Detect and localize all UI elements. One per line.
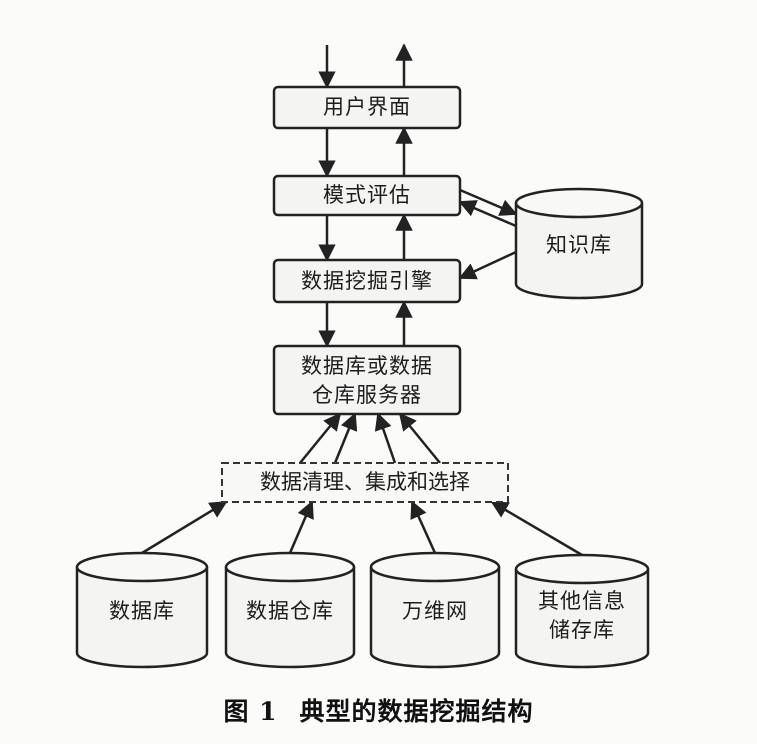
server-box	[272, 344, 462, 416]
source-label-data-warehouse: 数据仓库	[246, 599, 334, 623]
arrow-other-to-clean	[490, 500, 583, 557]
figure-title: 典型的数据挖掘结构	[299, 697, 534, 726]
cleaning-box	[221, 462, 509, 503]
arrow-db-to-clean	[141, 500, 228, 555]
figure-number: 图 1	[223, 697, 278, 726]
database-cylinder	[75, 551, 209, 669]
arrow-clean-to-server-3	[374, 412, 397, 464]
arrow-kb-to-eval	[458, 200, 517, 228]
server-label-line1: 数据库或数据	[301, 354, 433, 378]
source-label-other-line2: 储存库	[549, 618, 615, 642]
user-interface-label: 用户界面	[323, 95, 411, 119]
user-interface-box	[272, 85, 462, 130]
pattern-evaluation-box	[272, 174, 462, 217]
arrow-clean-to-server-1	[299, 412, 342, 464]
knowledge-base-label: 知识库	[546, 233, 612, 257]
arrow-clean-to-server-4	[398, 412, 441, 464]
mining-engine-label: 数据挖掘引擎	[301, 269, 433, 293]
web-cylinder	[369, 551, 501, 669]
arrow-clean-to-server-2	[333, 412, 358, 464]
source-label-web: 万维网	[402, 599, 468, 623]
arrow-web-to-clean	[410, 500, 437, 554]
source-label-other-line1: 其他信息	[538, 589, 626, 613]
data-warehouse-cylinder	[224, 551, 356, 669]
server-label-line2: 仓库服务器	[312, 383, 422, 407]
cleaning-label: 数据清理、集成和选择	[260, 470, 470, 494]
source-label-database: 数据库	[109, 599, 175, 623]
other-repository-cylinder	[514, 553, 650, 669]
figure-caption: 图 1 典型的数据挖掘结构	[0, 692, 757, 728]
arrow-kb-to-engine	[458, 250, 517, 280]
knowledge-base-cylinder	[514, 187, 644, 300]
pattern-evaluation-label: 模式评估	[323, 183, 411, 207]
arrow-dw-to-clean	[288, 500, 314, 554]
arrow-eval-to-kb	[459, 188, 518, 216]
mining-engine-box	[272, 258, 462, 304]
